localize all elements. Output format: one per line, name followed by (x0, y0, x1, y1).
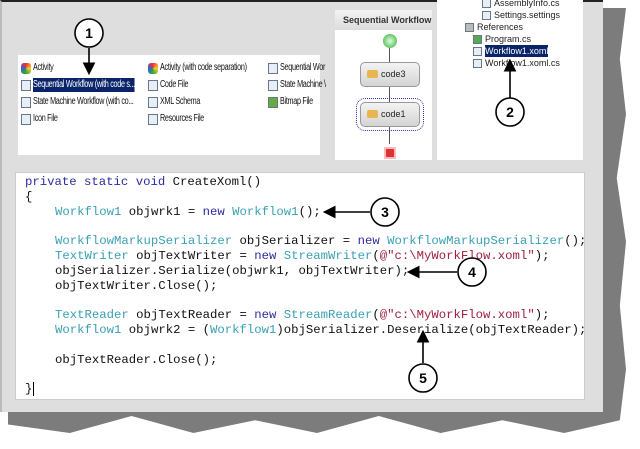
templates-list: Activity Sequential Workflow (with code … (18, 55, 326, 155)
template-bitmap-file[interactable]: Bitmap File (268, 95, 326, 109)
start-icon (383, 34, 397, 48)
activity-icon (21, 62, 31, 74)
callout-number-2: 2 (506, 104, 514, 120)
workflow-icon (268, 62, 278, 74)
file-icon (482, 0, 491, 8)
template-resources-file[interactable]: Resources File (148, 112, 221, 126)
tree-item[interactable]: References (465, 21, 523, 33)
callout-number-4: 4 (468, 264, 476, 280)
tree-item[interactable]: Settings.settings (482, 9, 560, 21)
template-sequential-wor[interactable]: Sequential Wor (268, 61, 343, 75)
code-line: objTextWriter.Close(); (55, 279, 218, 293)
folder-icon (465, 22, 474, 32)
code-line: TextReader objTextReader = new StreamRea… (55, 308, 550, 322)
code-line: objTextReader.Close(); (55, 353, 218, 367)
resources-icon (148, 113, 158, 125)
template-sequential-workflow[interactable]: Sequential Workflow (with code s... (21, 78, 174, 92)
xoml-file-icon (473, 46, 482, 56)
workflow-icon (21, 79, 31, 91)
cs-file-icon (473, 58, 482, 68)
bitmap-icon (268, 96, 278, 108)
tree-item[interactable]: Workflow1.xoml.cs (473, 57, 560, 69)
code-editor[interactable]: private static void CreateXoml() { Workf… (15, 172, 587, 400)
icon-file-icon (21, 113, 31, 125)
code-line: Workflow1 objwrk2 = (Workflow1)objSerial… (55, 323, 587, 337)
activity-code3[interactable]: code3 (360, 62, 420, 87)
callout-number-1: 1 (85, 25, 93, 41)
code-line: { (25, 190, 33, 204)
code-line: objSerializer.Serialize(objwrk1, objText… (55, 264, 410, 278)
code-file-icon (148, 79, 158, 91)
file-icon (482, 10, 491, 20)
tree-item[interactable]: AssemblyInfo.cs (482, 0, 560, 9)
template-activity[interactable]: Activity (21, 61, 61, 75)
template-code-file[interactable]: Code File (148, 78, 199, 92)
template-icon-file[interactable]: Icon File (21, 112, 67, 126)
callout-circle-5 (408, 363, 438, 393)
cs-file-icon (473, 34, 482, 44)
callout-number-5: 5 (419, 370, 427, 386)
end-icon (384, 147, 396, 159)
callout-number-3: 3 (381, 204, 389, 220)
activity-icon (148, 62, 158, 74)
template-xml-schema[interactable]: XML Schema (148, 95, 216, 109)
template-activity-code-sep[interactable]: Activity (with code separation) (148, 61, 280, 75)
code-line: WorkflowMarkupSerializer objSerializer =… (55, 234, 587, 248)
xml-schema-icon (148, 96, 158, 108)
designer-title: Sequential Workflow (335, 10, 432, 30)
connector-line (389, 48, 390, 144)
callout-circle-1 (74, 18, 104, 48)
callout-circle-4 (457, 257, 487, 287)
callout-circle-2 (495, 97, 525, 127)
activity-code1[interactable]: code1 (356, 98, 424, 131)
template-state-machine-2[interactable]: State Machine \ (268, 78, 343, 92)
workflow-icon (268, 79, 278, 91)
code-line: } (25, 382, 35, 396)
callout-circle-3 (370, 197, 400, 227)
workflow-icon (21, 96, 31, 108)
code-line: Workflow1 objwrk1 = new Workflow1(); (55, 205, 321, 219)
code-line: TextWriter objTextWriter = new StreamWri… (55, 249, 550, 263)
workflow-designer: Sequential Workflow code3 code1 (335, 10, 432, 160)
template-state-machine[interactable]: State Machine Workflow (with co... (21, 95, 173, 109)
code-line: private static void CreateXoml() (25, 175, 262, 189)
tree-item[interactable]: Program.cs (473, 33, 531, 45)
tree-item-selected[interactable]: Workflow1.xoml (473, 45, 549, 57)
